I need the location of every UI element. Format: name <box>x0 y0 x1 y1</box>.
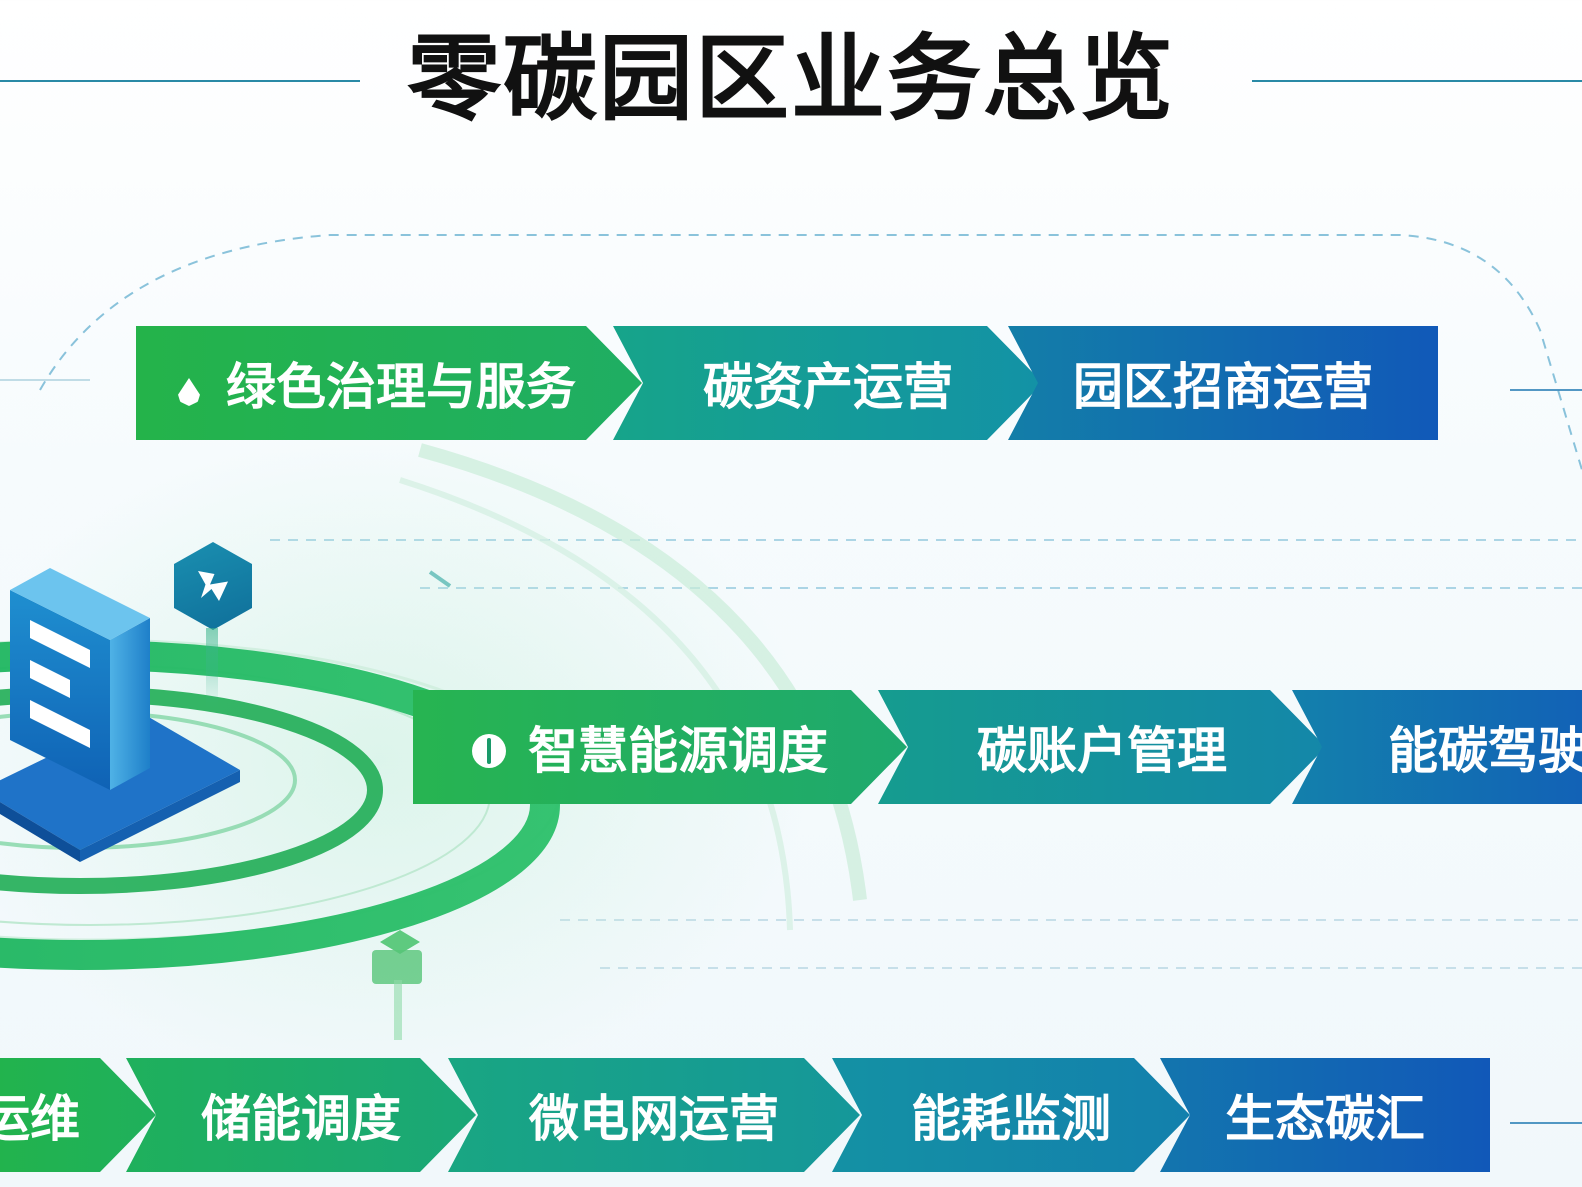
process-step-energy-monitoring: 能耗监测 <box>832 1058 1190 1172</box>
page-title: 零碳园区业务总览 <box>406 25 1175 134</box>
process-step-smart-energy: 智慧能源调度 <box>413 690 907 804</box>
process-step-storage-dispatch: 储能调度 <box>126 1058 476 1172</box>
step-label: 碳资产运营 <box>703 358 953 416</box>
step-label: 智慧能源调度 <box>528 722 828 780</box>
process-step-carbon-account: 碳账户管理 <box>878 690 1326 804</box>
step-label: 能碳驾驶 <box>1388 722 1582 780</box>
title-line-left <box>0 80 360 82</box>
process-step-green-governance: 绿色治理与服务 <box>136 326 642 440</box>
seed-icon <box>472 734 506 768</box>
location-pin-icon <box>372 930 422 1040</box>
step-label: 能耗监测 <box>911 1090 1111 1148</box>
step-label: 碳账户管理 <box>977 722 1227 780</box>
hex-badge-icon <box>174 542 252 630</box>
step-label: 生态碳汇 <box>1225 1090 1425 1148</box>
step-label: 园区招商运营 <box>1073 358 1373 416</box>
process-step-eco-carbon-sink: 生态碳汇 <box>1160 1058 1490 1172</box>
process-step-energy-carbon-cockpit: 能碳驾驶 <box>1292 690 1582 804</box>
drop-icon <box>178 378 200 406</box>
title-line-right <box>1252 80 1582 82</box>
step-label: 绿色治理与服务 <box>226 358 576 416</box>
process-step-park-investment: 园区招商运营 <box>1008 326 1438 440</box>
flow-line-top <box>39 234 1582 471</box>
step-label: 储能调度 <box>201 1090 401 1148</box>
process-step-carbon-asset: 碳资产运营 <box>613 326 1043 440</box>
step-label: 微电网运营 <box>529 1090 779 1148</box>
process-step-microgrid: 微电网运营 <box>448 1058 860 1172</box>
badge-stem <box>206 628 218 708</box>
building-icon <box>0 568 240 862</box>
step-label: 运维 <box>0 1090 80 1148</box>
